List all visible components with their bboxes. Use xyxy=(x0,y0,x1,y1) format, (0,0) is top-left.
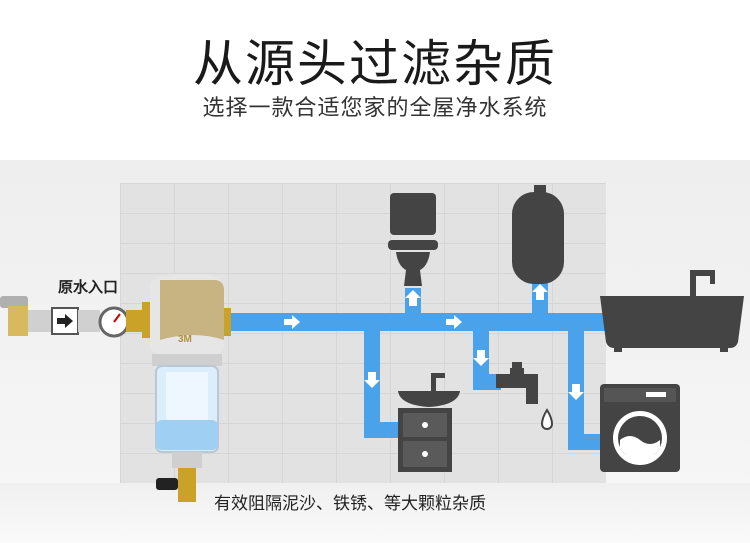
floor xyxy=(0,483,750,543)
flow-arrow-icon xyxy=(405,290,421,306)
main-pipe xyxy=(220,313,620,331)
filter-icon xyxy=(142,274,231,502)
pipe-to-washer xyxy=(568,434,608,450)
flow-arrow-icon xyxy=(284,315,300,329)
flow-arrow-icon xyxy=(57,314,73,328)
page-subtitle: 选择一款合适您家的全屋净水系统 xyxy=(202,96,548,121)
flow-arrow-icon xyxy=(473,350,489,366)
toilet-icon xyxy=(388,193,438,286)
faucet-icon xyxy=(496,362,554,430)
flow-arrow-icon xyxy=(568,384,584,400)
inlet-label: 原水入口 xyxy=(58,278,119,296)
pipe-to-sink xyxy=(364,422,400,438)
inlet-assembly xyxy=(0,296,146,338)
flow-arrow-icon xyxy=(532,284,548,300)
washbasin-icon xyxy=(398,373,460,472)
water-drop-icon xyxy=(540,408,554,430)
pipe-to-faucet xyxy=(473,374,501,390)
water-heater-icon xyxy=(512,185,564,284)
page-title: 从源头过滤杂质 xyxy=(193,35,557,93)
washing-machine-icon xyxy=(600,384,680,472)
bathtub-icon xyxy=(600,270,744,352)
brand-logo: 3M xyxy=(178,334,192,345)
flow-arrow-icon xyxy=(446,315,462,329)
valve-handle xyxy=(0,296,28,308)
filter-note: 有效阻隔泥沙、铁锈、等大颗粒杂质 xyxy=(214,494,486,514)
flow-arrows xyxy=(284,284,584,400)
flow-arrow-icon xyxy=(364,372,380,388)
